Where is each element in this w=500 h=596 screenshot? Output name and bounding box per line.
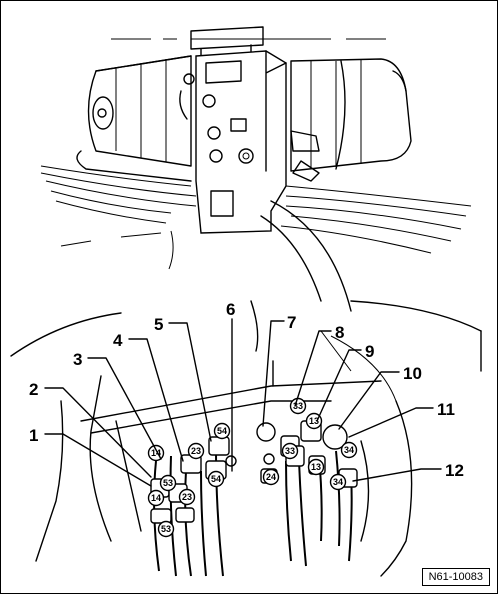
abs-unit-assembly (40, 26, 472, 312)
pin-marker-23-lower: 23 (178, 488, 196, 506)
pin-marker-34-lower: 34 (329, 473, 347, 491)
svg-text:53: 53 (163, 478, 173, 488)
svg-text:54: 54 (217, 426, 227, 436)
pin-marker-54-lower: 54 (207, 470, 225, 488)
callout-leaders (44, 318, 442, 487)
pin-marker-13-upper: 13 (305, 412, 323, 430)
pin-marker-13-lower: 13 (307, 458, 325, 476)
callout-9: 9 (365, 342, 374, 361)
callout-numbers: 1 2 3 4 5 6 7 8 9 10 11 12 (29, 300, 464, 480)
pin-marker-33-upper: 33 (289, 397, 307, 415)
callout-4: 4 (113, 331, 123, 350)
callout-6: 6 (226, 300, 235, 319)
svg-text:24: 24 (266, 472, 276, 482)
pin-marker-34-upper: 34 (340, 441, 358, 459)
pin-marker-53-upper: 53 (159, 474, 177, 492)
detail-magnified-view (10, 300, 482, 577)
pin-marker-24: 24 (262, 468, 280, 486)
svg-text:23: 23 (182, 492, 192, 502)
callout-8: 8 (335, 323, 344, 342)
callout-5: 5 (154, 315, 163, 334)
svg-text:14: 14 (151, 448, 161, 458)
svg-text:13: 13 (309, 416, 319, 426)
svg-text:34: 34 (333, 477, 343, 487)
svg-text:33: 33 (293, 401, 303, 411)
callout-10: 10 (403, 364, 422, 383)
callout-11: 11 (437, 400, 455, 419)
svg-text:33: 33 (285, 446, 295, 456)
svg-text:34: 34 (344, 445, 354, 455)
svg-text:54: 54 (211, 474, 221, 484)
pin-marker-23-upper: 23 (187, 442, 205, 460)
svg-text:53: 53 (161, 524, 171, 534)
port-number-markers: 14 53 14 53 23 23 54 54 24 33 33 13 13 3… (147, 397, 358, 538)
callout-2: 2 (29, 380, 38, 399)
pin-marker-33-lower: 33 (281, 442, 299, 460)
svg-text:14: 14 (151, 493, 161, 503)
pin-marker-53-lower: 53 (157, 520, 175, 538)
callout-1: 1 (29, 426, 38, 445)
svg-text:13: 13 (311, 462, 321, 472)
callout-12: 12 (445, 461, 464, 480)
callout-3: 3 (73, 350, 82, 369)
figure-reference-code: N61-10083 (421, 568, 490, 586)
svg-text:23: 23 (191, 446, 201, 456)
pin-marker-54-upper: 54 (213, 422, 231, 440)
callout-7: 7 (287, 313, 296, 332)
pin-marker-14-lower: 14 (147, 489, 165, 507)
